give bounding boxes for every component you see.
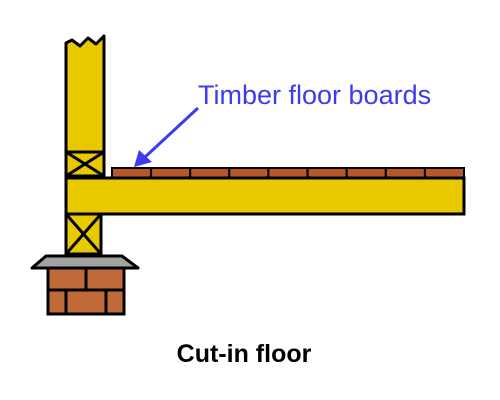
vertical-stud-post [64,34,106,154]
floor-joist-beam [64,176,466,216]
upper-cross-brace-block [64,150,106,178]
cap-stone [30,254,140,270]
callout-arrow [134,106,200,167]
brick-pier [46,266,126,316]
callout-label: Timber floor boards [198,80,431,110]
lower-cross-brace-block [64,212,103,256]
diagram-caption: Cut-in floor [177,340,312,368]
